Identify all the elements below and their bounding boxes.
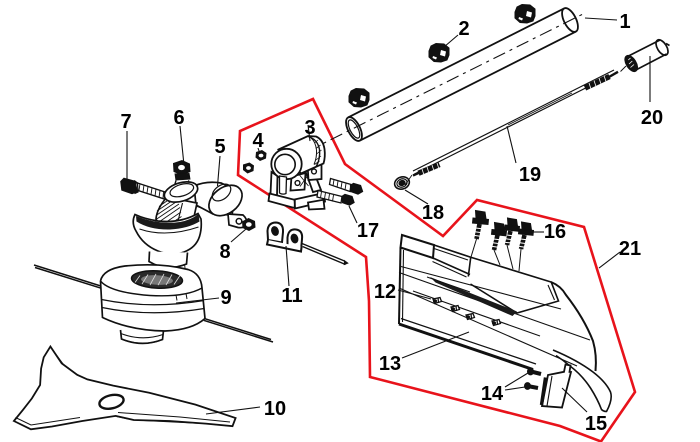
svg-text:2: 2 <box>458 18 469 40</box>
svg-text:14: 14 <box>481 383 504 405</box>
svg-text:4: 4 <box>252 130 264 152</box>
svg-text:19: 19 <box>519 164 541 186</box>
svg-text:11: 11 <box>281 285 302 307</box>
svg-text:8: 8 <box>219 241 230 263</box>
svg-text:20: 20 <box>641 107 663 129</box>
svg-text:18: 18 <box>422 202 444 224</box>
svg-text:12: 12 <box>374 281 396 303</box>
svg-text:16: 16 <box>544 221 566 243</box>
svg-text:3: 3 <box>304 117 315 139</box>
svg-text:21: 21 <box>619 238 641 260</box>
svg-text:9: 9 <box>220 287 231 309</box>
svg-text:5: 5 <box>214 136 225 158</box>
svg-text:15: 15 <box>585 413 607 435</box>
svg-text:1: 1 <box>619 11 630 33</box>
svg-text:13: 13 <box>379 353 401 375</box>
svg-text:6: 6 <box>173 107 184 129</box>
svg-text:10: 10 <box>264 398 286 420</box>
svg-text:7: 7 <box>120 111 131 133</box>
svg-text:17: 17 <box>357 220 379 242</box>
